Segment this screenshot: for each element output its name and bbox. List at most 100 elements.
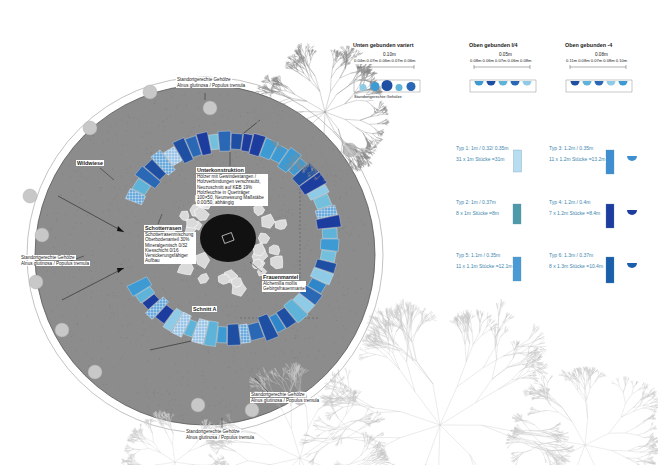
type-legend-text: Typ 4: 1.2m / 0.4m bbox=[548, 200, 591, 206]
bench-segment bbox=[239, 324, 251, 344]
bench-segment bbox=[316, 215, 341, 229]
dimension-line bbox=[358, 65, 414, 69]
dimension-value: 0.05m bbox=[498, 52, 513, 57]
type-swatch bbox=[606, 150, 614, 174]
stepping-stone bbox=[271, 256, 283, 269]
bench-segment bbox=[127, 277, 152, 297]
bench-cross-section bbox=[371, 82, 380, 91]
stepping-stone bbox=[262, 214, 275, 228]
type-swatch bbox=[606, 257, 614, 283]
dimension-value: 0.04m 0.07m 0.06m 0.07m 0.06m bbox=[353, 59, 416, 64]
bench-frame bbox=[566, 80, 632, 92]
planting-spot bbox=[88, 365, 102, 379]
tree-canopy bbox=[255, 43, 390, 183]
dimension-value: 0.11m 0.08m 0.07m 0.08m 0.10m bbox=[565, 59, 628, 64]
tree-canopy bbox=[299, 299, 575, 465]
bench-segment bbox=[227, 324, 240, 346]
annotation-heading: Schotterrasen bbox=[144, 225, 182, 231]
planting-spot bbox=[55, 323, 69, 337]
type-swatch bbox=[513, 257, 521, 281]
type-legend-text: Typ 2: 1m / 0.37m bbox=[455, 200, 497, 206]
plant-species: Alnus glutinosa / Populus tremula bbox=[250, 398, 320, 403]
bench-cross-section bbox=[499, 81, 508, 86]
leader-line bbox=[62, 93, 268, 428]
quantity-label: 7 x 1.2m Stücke =8.4m bbox=[548, 211, 601, 217]
type-swatch bbox=[514, 150, 522, 172]
stepping-stone bbox=[196, 252, 210, 268]
dimension-value: 0.10m bbox=[382, 52, 397, 57]
dimension-line bbox=[474, 65, 530, 69]
type-swatch bbox=[606, 204, 614, 228]
bench-segment bbox=[322, 228, 337, 239]
plant-species: Alnus glutinosa / Populus tremula bbox=[176, 83, 246, 88]
gravel-lawn-area bbox=[35, 85, 375, 425]
detail-heading: Oben gebunden -4 bbox=[564, 42, 613, 48]
outer-boundary bbox=[27, 77, 383, 433]
bench-cross-section bbox=[619, 81, 628, 86]
planting-spot bbox=[83, 121, 97, 135]
annotation-body: Alchemilla mollis Gebirgsfrauenmantel bbox=[262, 281, 306, 292]
bench-segment bbox=[218, 131, 231, 151]
planting-spot bbox=[191, 398, 205, 412]
type-legend-text: Typ 5: 1.1m / 0.35m bbox=[455, 253, 501, 259]
planting-spot bbox=[245, 403, 259, 417]
bench-segment bbox=[209, 134, 219, 150]
stepping-stone bbox=[252, 259, 263, 269]
stepping-stone bbox=[198, 273, 209, 283]
bench-cross-section bbox=[475, 81, 484, 86]
stepping-stone bbox=[177, 262, 193, 275]
bench-cross-section bbox=[595, 81, 604, 86]
bench-cross-section bbox=[407, 82, 416, 91]
area-label: Wildwiese bbox=[76, 160, 104, 166]
type-legend-text: Typ 6: 1.3m / 0.37m bbox=[548, 253, 594, 259]
bench-cross-section bbox=[571, 81, 580, 86]
planting-spot bbox=[203, 101, 217, 115]
bench-cross-section bbox=[360, 84, 367, 91]
plant-species: Alnus glutinosa / Populus tremula bbox=[185, 435, 255, 440]
dimension-value: 0.08m bbox=[594, 52, 609, 57]
bench-segment bbox=[248, 322, 265, 341]
annotation-body: Schotterrasenmischung Oberbodenanteil 30… bbox=[144, 232, 196, 264]
planting-spot bbox=[23, 189, 37, 203]
stepping-stone bbox=[269, 245, 280, 255]
quantity-label: 11 x 1.2m Stücke =13.2m bbox=[548, 157, 606, 163]
plant-label: Standortgerechte Gehölze bbox=[176, 77, 232, 82]
dimension-line bbox=[570, 65, 626, 69]
type-swatch bbox=[513, 204, 521, 224]
quantity-label: 11 x 1.1m Stücke =12.1m bbox=[455, 264, 513, 270]
type-cross-section bbox=[627, 156, 637, 161]
detail-heading: Oben gebunden I/4 bbox=[468, 42, 519, 48]
stepping-stone bbox=[194, 207, 209, 221]
tree-canopy bbox=[505, 366, 658, 465]
annotation-heading: Unterkonstruktion bbox=[196, 167, 245, 173]
bench-cross-section bbox=[382, 80, 393, 91]
stepping-stone bbox=[187, 219, 199, 229]
type-cross-section bbox=[627, 263, 637, 268]
section-label: Schnitt A bbox=[192, 306, 217, 312]
bench-cross-section bbox=[511, 81, 520, 86]
fire-pit bbox=[200, 214, 256, 262]
stepping-stone bbox=[275, 220, 287, 230]
plant-label: Standortgerechte Gehölze bbox=[353, 95, 403, 100]
detail-heading: Unten gebunden variert bbox=[352, 42, 415, 48]
bench-cross-section bbox=[523, 81, 532, 86]
stepping-stone bbox=[232, 278, 243, 288]
plant-label: Standortgerechte Gehölze bbox=[250, 392, 306, 397]
section-arrow bbox=[117, 226, 205, 340]
section-line bbox=[58, 120, 260, 350]
quantity-label: 8 x 1.3m Stücke =10.4m bbox=[548, 264, 604, 270]
quantity-label: 8 x 1m Stücke =8m bbox=[455, 211, 500, 217]
stepping-stone bbox=[258, 233, 270, 243]
annotation-heading: Frauenmantel bbox=[262, 274, 299, 280]
plant-label: Standortgerechte Gehölze bbox=[20, 255, 76, 260]
bench-segment bbox=[231, 133, 243, 149]
plant-label: Standortgerechte Gehölze bbox=[185, 429, 241, 434]
planting-spot bbox=[29, 275, 43, 289]
plant-species: Alnus glutinosa / Populus tremula bbox=[20, 261, 90, 266]
quantity-label: 31 x 1m Stücke =31m bbox=[455, 157, 506, 163]
bench-cross-section bbox=[607, 81, 616, 86]
type-legend-text: Typ 3: 1.2m / 0.35m bbox=[548, 146, 594, 152]
pit-symbol bbox=[222, 233, 234, 244]
bench-cross-section bbox=[487, 81, 496, 86]
